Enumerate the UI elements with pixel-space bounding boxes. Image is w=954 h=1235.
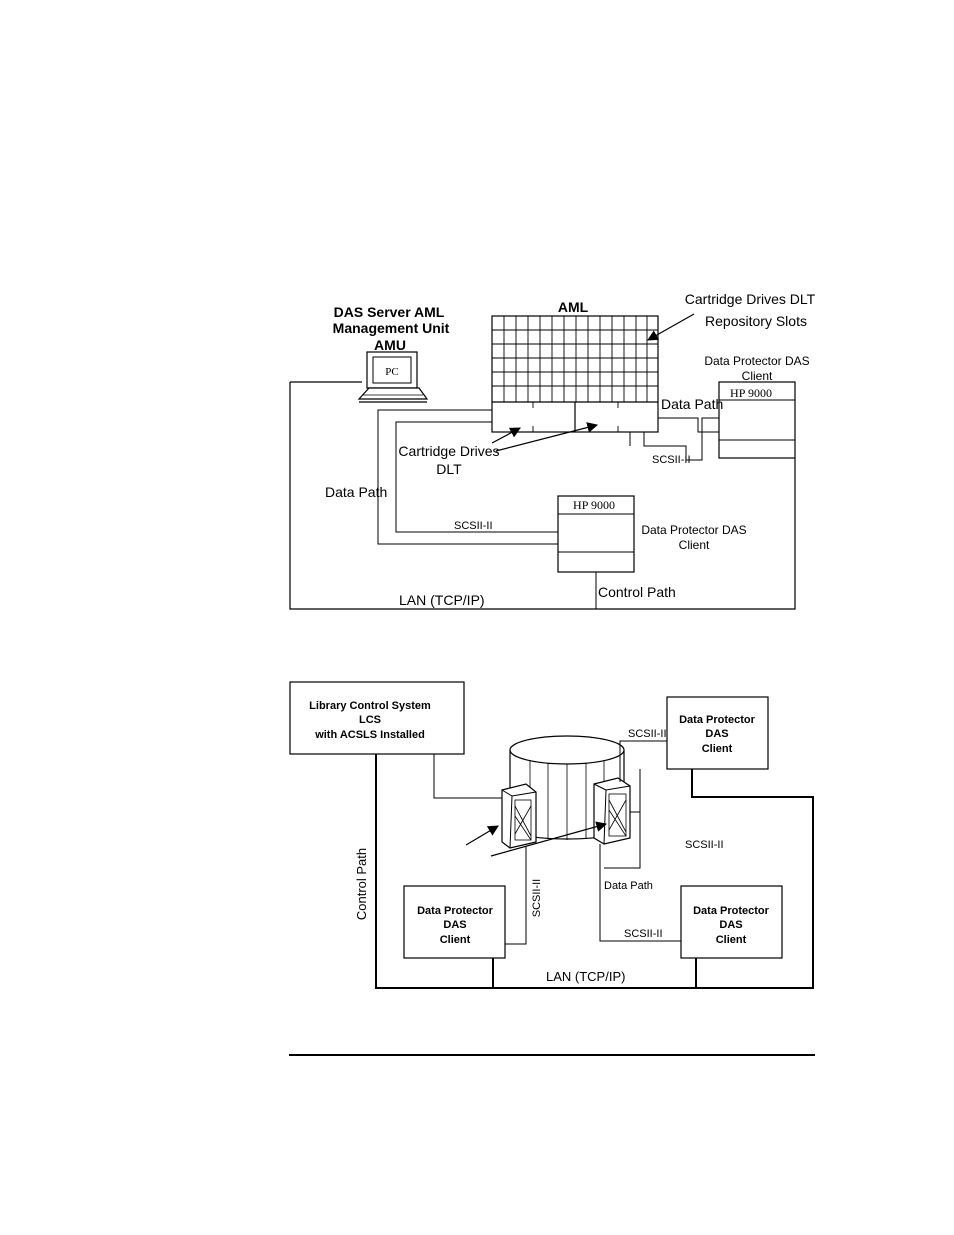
- drives-arrow-1: [491, 427, 521, 444]
- client-top-label-line-1: Data Protector: [679, 714, 756, 726]
- control-path-label-2: Control Path: [354, 848, 369, 920]
- lan-label-2: LAN (TCP/IP): [546, 969, 625, 984]
- client-right-label-line-2: DAS: [719, 919, 742, 931]
- scsi-right-label: SCSII-II: [652, 454, 691, 466]
- scsi-bottom-label: SCSII-II: [454, 520, 493, 532]
- aml-label: AML: [558, 299, 589, 315]
- client-left-label-line-3: Client: [440, 934, 471, 946]
- drives-label-line-2: DLT: [436, 461, 462, 477]
- scsi-line-top: [619, 740, 667, 782]
- scsi-top-label: SCSII-II: [628, 728, 667, 740]
- lcs-label-line-3: with ACSLS Installed: [314, 729, 425, 741]
- data-path-line-right-1: [658, 417, 719, 433]
- client-left-label-line-1: Data Protector: [417, 905, 494, 917]
- data-path-line-left-inner: [395, 421, 558, 533]
- aml-repository-grid: [491, 315, 659, 433]
- client-top-label-line-3: Client: [702, 743, 733, 755]
- client-right-label-line-2: Client: [742, 369, 773, 383]
- amu-title-line-3: AMU: [374, 337, 406, 353]
- scsi-vertical-label: SCSII-II: [531, 879, 543, 918]
- lan-loop-2: [375, 754, 814, 989]
- client-right-label-line-3: Client: [716, 934, 747, 946]
- lcs-label-line-2: LCS: [359, 714, 381, 726]
- client-right-box: Data Protector DAS Client: [680, 885, 783, 959]
- client-right-hp9000: HP 9000: [718, 381, 796, 459]
- drive-arrow-left: [465, 825, 499, 846]
- lan-loop-1: [289, 381, 796, 610]
- scsi-line-left-client: [505, 846, 527, 945]
- data-path-line-2: [604, 811, 641, 869]
- drives-label-line-1: Cartridge Drives: [398, 443, 499, 459]
- client-top-label-line-2: DAS: [705, 728, 728, 740]
- client-right-label-line-1: Data Protector DAS: [704, 354, 809, 368]
- client-bottom-label-line-1: Data Protector DAS: [641, 523, 746, 537]
- data-path-right-label: Data Path: [661, 396, 723, 412]
- client-right-host: HP 9000: [730, 386, 772, 400]
- data-path-line-left-outer: [377, 409, 558, 545]
- lan-label-1: LAN (TCP/IP): [399, 592, 485, 608]
- drives-arrow-2: [495, 422, 599, 452]
- amu-title-line-2: Management Unit: [333, 320, 450, 336]
- client-bottom-host: HP 9000: [573, 498, 615, 512]
- client-bottom-label-line-2: Client: [679, 538, 710, 552]
- data-path-label-2: Data Path: [604, 880, 653, 892]
- tape-drive-left-icon: [501, 783, 537, 849]
- client-bottom-hp9000: HP 9000: [557, 495, 635, 573]
- repository-label-line-2: Repository Slots: [705, 313, 807, 329]
- lcs-label-line-1: Library Control System: [309, 700, 431, 712]
- scsi-mid-label: SCSII-II: [685, 839, 724, 851]
- client-top-right-box: Data Protector DAS Client: [666, 696, 769, 770]
- repository-label-line-1: Cartridge Drives DLT: [685, 291, 816, 307]
- tape-drive-right-icon: [593, 777, 631, 845]
- drive-arrow-right: [490, 821, 608, 857]
- client-left-box: Data Protector DAS Client: [403, 885, 506, 959]
- client-right-label-line-1: Data Protector: [693, 905, 770, 917]
- repository-arrow: [647, 313, 695, 341]
- lcs-control-line: [433, 754, 502, 799]
- diagram-2: Library Control System LCS with ACSLS In…: [289, 681, 814, 989]
- client-left-label-line-2: DAS: [443, 919, 466, 931]
- scsi-bottom-label-2: SCSII-II: [624, 928, 663, 940]
- scsi-line-right-client: [599, 844, 681, 942]
- diagram-1: DAS Server AML Management Unit AMU PC AM…: [289, 291, 816, 610]
- pc-computer-icon: PC: [357, 351, 429, 403]
- control-path-label-1: Control Path: [598, 584, 676, 600]
- amu-title-line-1: DAS Server AML: [334, 304, 445, 320]
- lcs-box: Library Control System LCS with ACSLS In…: [289, 681, 465, 755]
- data-path-left-label: Data Path: [325, 484, 387, 500]
- pc-label: PC: [385, 366, 398, 378]
- data-path-line-right-2: [643, 417, 719, 461]
